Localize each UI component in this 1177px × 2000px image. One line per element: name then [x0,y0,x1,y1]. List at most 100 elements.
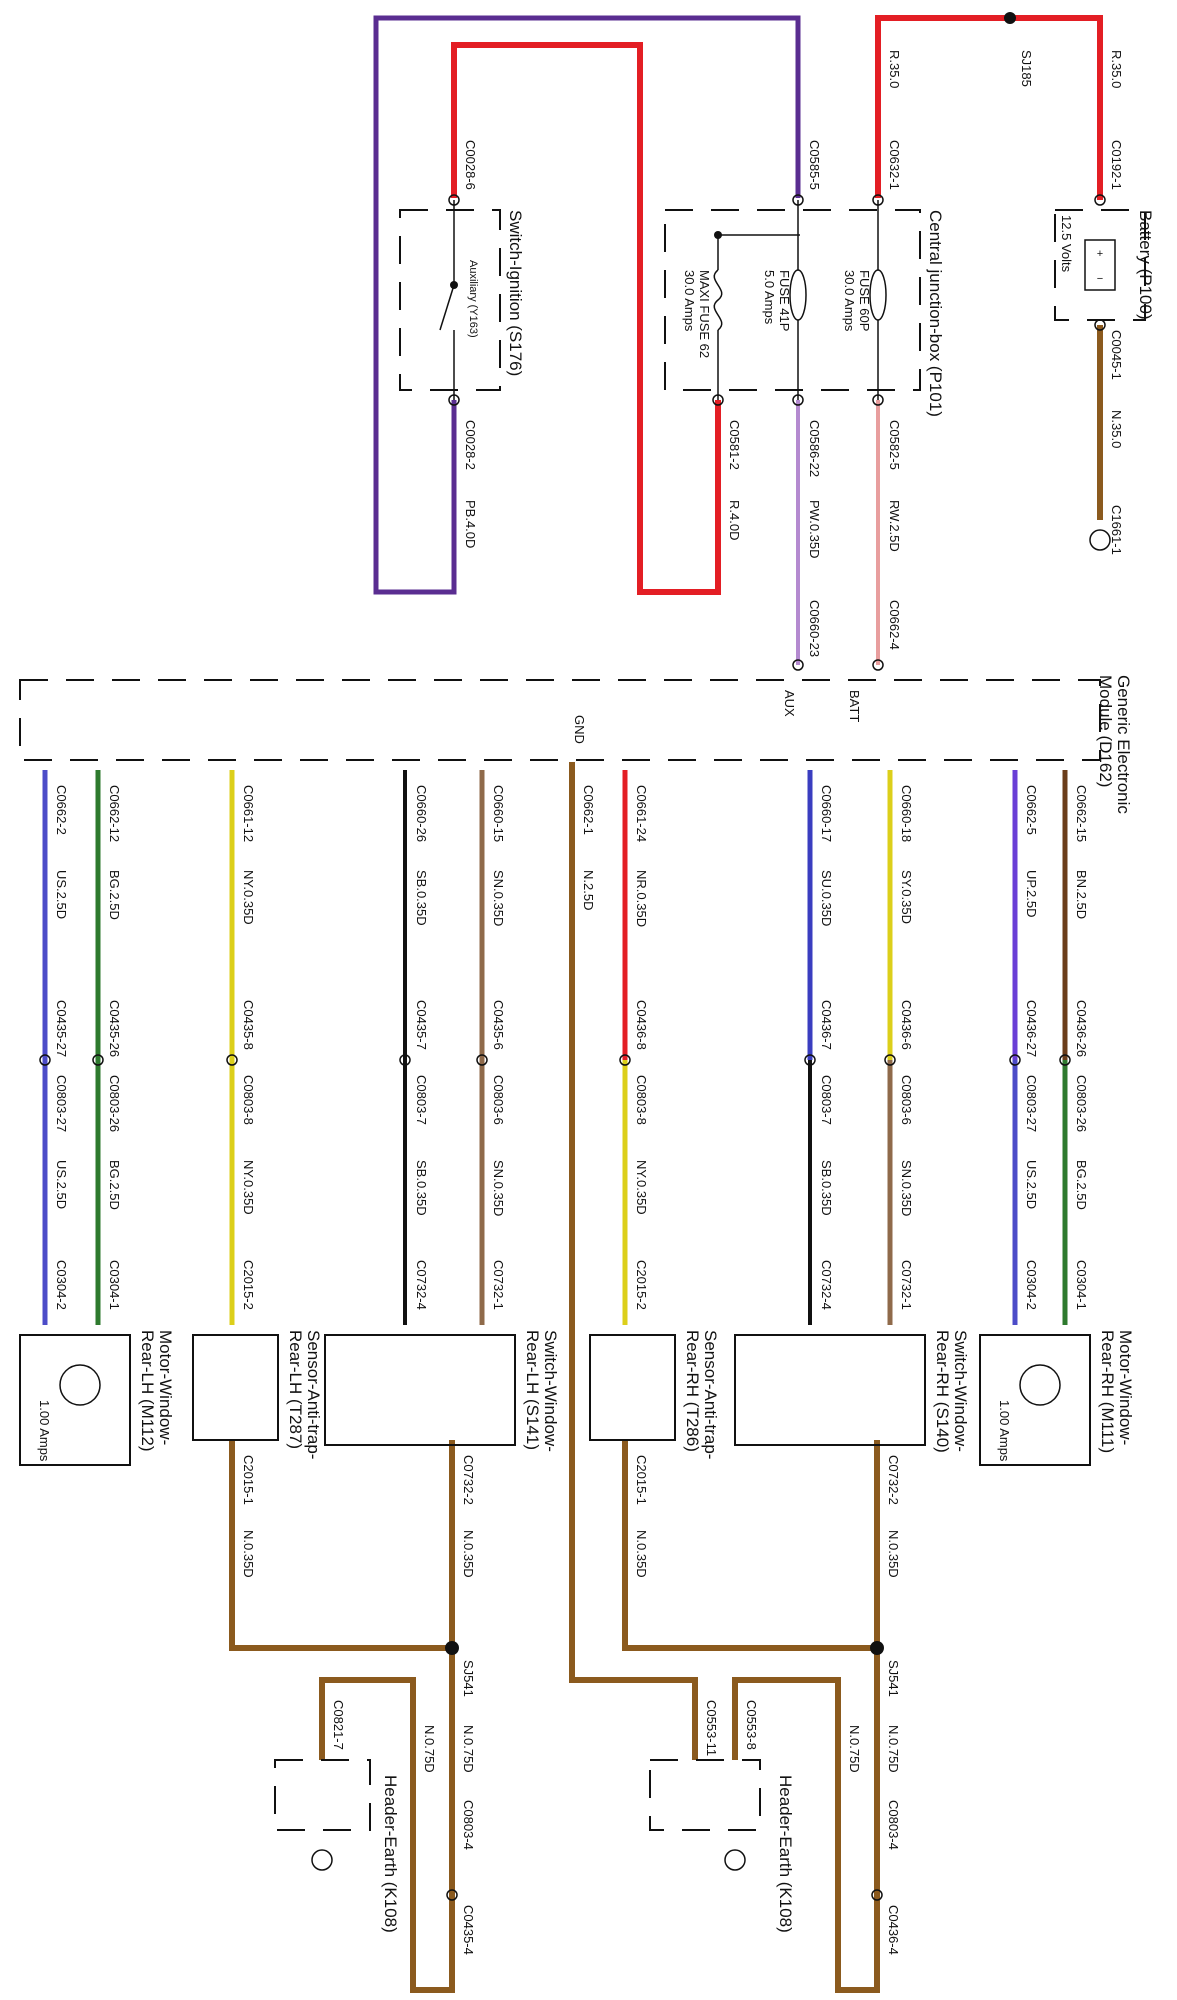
ign-switch-label: Switch-Ignition (S176) [506,210,525,376]
wire-n035-sensor-rh [622,1440,877,1651]
wire-r40-maxi [451,42,721,595]
n075r2-label: N.0.75D [847,1725,862,1773]
c0803-7r-label: C0803-7 [819,1075,834,1125]
c0435-26-label: C0435-26 [107,1000,122,1057]
sb035l-label: SB.0.35D [414,1160,429,1216]
header-earth-label: Header-Earth (K108) [776,1775,795,1933]
c0661-24-label: C0661-24 [634,785,649,842]
c0028-6-label: C0028-6 [463,140,478,190]
su035-label: SU.0.35D [819,870,834,926]
sensor-rh-2-label: Rear-RH (T286) [683,1330,702,1452]
motor-lh-symbol [59,1364,101,1406]
c0732-2l-label: C0732-2 [461,1455,476,1505]
motor-lh-2-label: Rear-LH (M112) [138,1330,157,1452]
c0435-4-label: C0435-4 [461,1905,476,1955]
c0821-7-label: C0821-7 [331,1700,346,1750]
c2015-2l-label: C2015-2 [241,1260,256,1310]
maxi62-amps-label: 30.0 Amps [682,270,697,332]
switch-rh-box [734,1334,926,1446]
battery-minus: − [1097,273,1103,285]
c0660-26-label: C0660-26 [414,785,429,842]
motor-rh-2-label: Rear-RH (M111) [1098,1330,1117,1453]
batt-label: BATT [847,690,862,722]
c0803-4l-label: C0803-4 [461,1800,476,1850]
pw035-label: PW.0.35D [807,500,822,559]
sj541-label: SJ541 [886,1660,901,1697]
splice-sj185 [1004,12,1016,24]
battery-volts-label: 12.5 Volts [1059,215,1074,273]
ign-aux-label: Auxiliary (Y163) [467,260,479,338]
c0660-18-label: C0660-18 [899,785,914,842]
sb035r-label: SB.0.35D [819,1160,834,1216]
motor-rh-1-label: Motor-Window- [1116,1330,1135,1445]
c0662-15-label: C0662-15 [1074,785,1089,842]
c0803-26l-label: C0803-26 [107,1075,122,1132]
gem-2-label: Module (D162) [1096,675,1115,787]
c0582-5-label: C0582-5 [887,420,902,470]
c0803-4r-label: C0803-4 [886,1800,901,1850]
c0436-6-label: C0436-6 [899,1000,914,1050]
c0662-1-label: C0662-1 [581,785,596,835]
c0435-8-label: C0435-8 [241,1000,256,1050]
c0803-26r-label: C0803-26 [1074,1075,1089,1132]
wire-pb40-ignition [373,15,801,595]
aux-label: AUX [782,690,797,717]
c0803-27l-label: C0803-27 [54,1075,69,1132]
wires [42,15,1103,1993]
sb035a-label: SB.0.35D [414,870,429,926]
c0304-1r-label: C0304-1 [1074,1260,1089,1310]
n075r1-label: N.0.75D [886,1725,901,1773]
header-earth-lh-box [274,1759,371,1831]
splice-sj541-lh [445,1641,459,1655]
c0662-2-label: C0662-2 [54,785,69,835]
battery-plus: + [1097,248,1103,260]
c0732-4l-label: C0732-4 [414,1260,429,1310]
c0304-2l-label: C0304-2 [54,1260,69,1310]
n035snl-label: N.0.35D [241,1530,256,1578]
c0732-4r-label: C0732-4 [819,1260,834,1310]
c0662-5-label: C0662-5 [1024,785,1039,835]
motor-amps-label: 1.00 Amps [37,1400,52,1462]
sensor-lh-box [192,1334,279,1441]
gem-box [19,679,1101,761]
fuse41p-amps-label: 5.0 Amps [762,270,777,325]
ny035a-label: NY.0.35D [241,870,256,925]
connector-pins [39,194,1106,1901]
sj185-label: SJ185 [1019,50,1034,87]
c0192-1-label: C0192-1 [1109,140,1124,190]
earth-rh-icon [724,1849,746,1871]
wire-n25-gnd [569,762,698,1760]
sensor-rh-1-label: Sensor-Anti-trap- [701,1330,720,1459]
sw-rh-1-label: Switch-Window- [951,1330,970,1452]
n035snr-label: N.0.35D [634,1530,649,1578]
nr035-label: NR.0.35D [634,870,649,927]
sw-lh-2-label: Rear-LH (S141) [523,1330,542,1450]
c0028-2-label: C0028-2 [463,420,478,470]
ign-switch-symbol [439,200,458,400]
c2015-2r-label: C2015-2 [634,1260,649,1310]
wire-n075-rh-earth [732,1648,880,1993]
wire-n035-sensor-lh [229,1440,452,1651]
c0304-1l-label: C0304-1 [107,1260,122,1310]
sw-rh-2-label: Rear-RH (S140) [933,1330,952,1453]
us25a-label: US.2.5D [54,870,69,919]
c0803-8l-label: C0803-8 [241,1075,256,1125]
c0662-12-label: C0662-12 [107,785,122,842]
sy035-label: SY.0.35D [899,870,914,924]
up25-label: UP.2.5D [1024,870,1039,917]
motor-lh-1-label: Motor-Window- [156,1330,175,1445]
n25-label: N.2.5D [581,870,596,910]
header-earth-rh-box [649,1759,761,1831]
fuse60p-label: FUSE 60P [857,270,872,331]
switch-lh-box [324,1334,516,1446]
c0436-4-label: C0436-4 [886,1905,901,1955]
c2015-1r-label: C2015-1 [634,1455,649,1505]
r350a-label: R.35.0 [1109,50,1124,88]
splice-sj541-rh [870,1641,884,1655]
bn25-label: BN.2.5D [1074,870,1089,919]
fuse-60p-symbol [869,200,887,400]
c0732-2r-label: C0732-2 [886,1455,901,1505]
c0436-7-label: C0436-7 [819,1000,834,1050]
sensor-lh-1-label: Sensor-Anti-trap- [304,1330,323,1459]
